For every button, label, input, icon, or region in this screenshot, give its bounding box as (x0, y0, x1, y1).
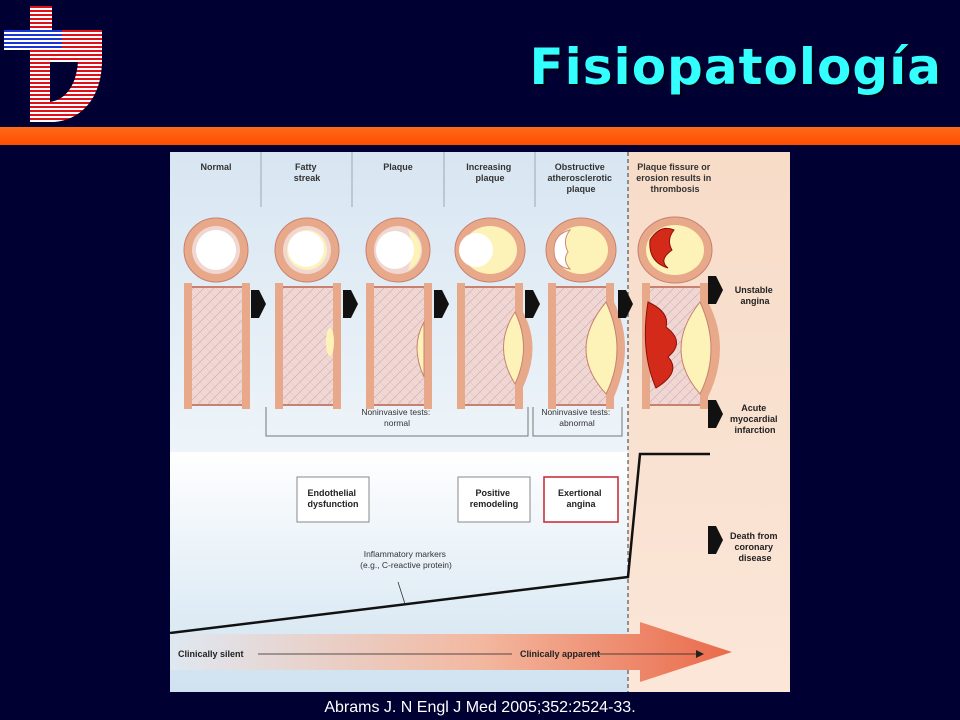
stage-label-fatty-streak: Fatty streak (294, 162, 322, 183)
svg-text:Exertional angina: Exertional angina (558, 488, 604, 509)
stage-label-plaque-fissure: Plaque fissure or erosion results in thr… (636, 162, 714, 194)
bracket-tests-abnormal (532, 407, 623, 437)
cross-section-normal (183, 217, 249, 283)
vessel-longitudinal-sections (184, 283, 720, 409)
box-endothelial-dysfunction: Endothelial dysfunction (296, 476, 370, 523)
svg-text:Positive remodeling: Positive remodeling (470, 488, 519, 509)
clinically-apparent-label: Clinically apparent (520, 649, 600, 659)
outcome-arrow (708, 400, 723, 428)
stage-arrow (618, 290, 633, 318)
stage-label-normal: Normal (200, 162, 231, 172)
stage-arrow (434, 290, 449, 318)
cross-section-obstructive-plaque (545, 217, 617, 283)
institution-logo (4, 6, 102, 122)
cross-section-plaque (365, 217, 431, 283)
atherosclerosis-progression-diagram: Normal Fatty streak Plaque Increasing pl… (170, 152, 790, 692)
inflammatory-marker-line (170, 452, 710, 635)
stage-label-increasing-plaque: Increasing plaque (466, 162, 514, 183)
outcome-arrow (708, 276, 723, 304)
orange-divider (0, 127, 960, 145)
svg-text:Endothelial dysfunction: Endothelial dysfunction (307, 488, 358, 509)
inflammatory-markers-label: Inflammatory markers (e.g., C-reactive p… (360, 549, 452, 570)
tests-abnormal-label: Noninvasive tests: abnormal (541, 407, 612, 428)
stage-label-obstructive-plaque: Obstructive atherosclerotic plaque (547, 162, 614, 194)
outcome-acute-mi: Acute myocardial infarction (730, 403, 780, 435)
stage-arrow (343, 290, 358, 318)
clinically-silent-label: Clinically silent (178, 649, 244, 659)
cross-section-thrombosis (637, 216, 713, 284)
cross-section-fatty-streak (274, 217, 340, 283)
progression-arrow (170, 622, 732, 682)
citation: Abrams J. N Engl J Med 2005;352:2524-33. (324, 699, 636, 716)
vessel-cross-sections (183, 216, 713, 284)
stage-arrows (251, 276, 723, 554)
vessel-fatty-streak (275, 283, 341, 409)
stage-label-plaque: Plaque (383, 162, 413, 172)
tests-normal-label: Noninvasive tests: normal (361, 407, 432, 428)
vessel-normal (184, 283, 250, 409)
outcome-arrow (708, 526, 723, 554)
box-exertional-angina: Exertional angina (543, 476, 619, 523)
stage-arrow (525, 290, 540, 318)
vessel-obstructive-plaque (548, 283, 625, 409)
outcome-unstable-angina: Unstable angina (735, 285, 776, 306)
bracket-tests-normal (265, 407, 529, 437)
stage-arrow (251, 290, 266, 318)
outcome-death: Death from coronary disease (730, 531, 780, 563)
vessel-thrombosis (642, 283, 720, 409)
vessel-plaque (366, 283, 432, 409)
cross-section-increasing-plaque (454, 217, 526, 283)
box-positive-remodeling: Positive remodeling (457, 476, 531, 523)
vessel-increasing-plaque (457, 283, 533, 409)
slide-title: Fisiopatología (529, 38, 942, 96)
